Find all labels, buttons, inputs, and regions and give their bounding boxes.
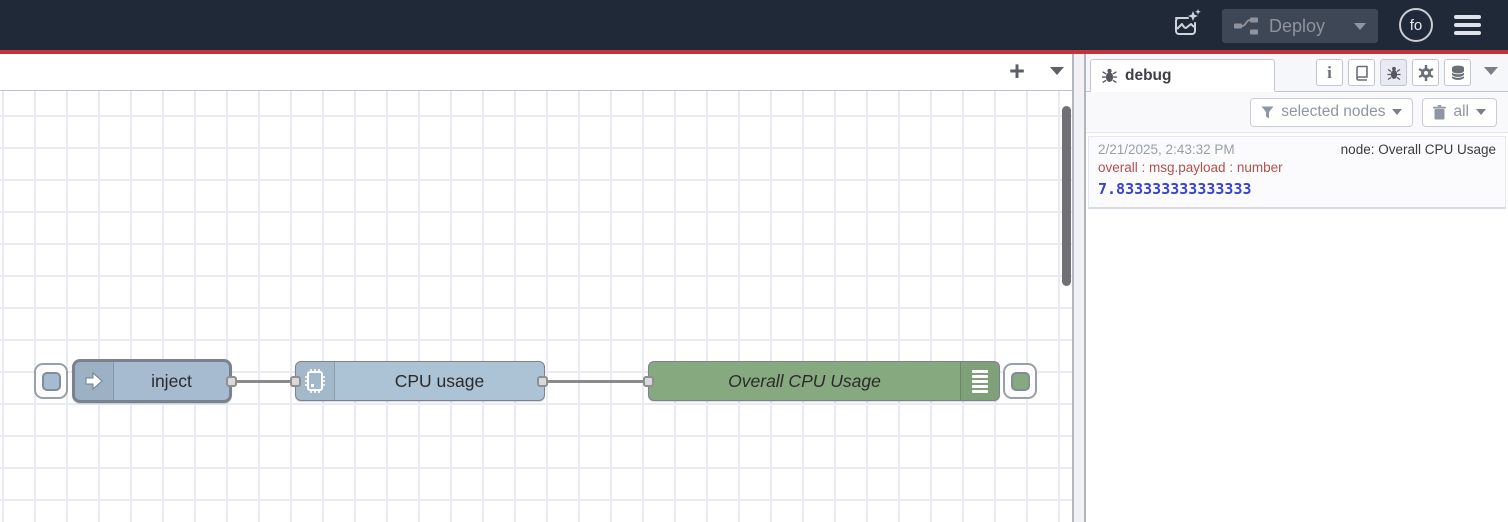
- ai-assistant-button[interactable]: [1168, 8, 1204, 42]
- sidebar-more-tabs-caret[interactable]: [1484, 66, 1498, 75]
- clear-caret-icon: [1476, 109, 1486, 115]
- debug-message-value[interactable]: 7.833333333333333: [1098, 180, 1252, 198]
- tab-debug-messages-button[interactable]: [1380, 59, 1407, 86]
- inject-trigger-button[interactable]: [34, 363, 68, 399]
- filter-caret-icon: [1392, 109, 1403, 115]
- debug-node-label: Overall CPU Usage: [728, 370, 881, 391]
- debug-message-timestamp: 2/21/2025, 2:43:32 PM: [1098, 142, 1235, 157]
- debug-input-port[interactable]: [643, 376, 654, 387]
- debug-node-icon-region: [960, 362, 999, 400]
- debug-console-icon: [972, 370, 988, 393]
- debug-message[interactable]: 2/21/2025, 2:43:32 PM node: Overall CPU …: [1088, 136, 1506, 209]
- user-avatar[interactable]: fo: [1399, 8, 1433, 42]
- user-avatar-initials: fo: [1409, 16, 1423, 34]
- inject-arrow-icon: [85, 371, 103, 391]
- tab-info-button[interactable]: i: [1316, 59, 1343, 86]
- tab-context-data-button[interactable]: [1444, 59, 1471, 86]
- header-accent-line: [0, 50, 1508, 54]
- ai-flow-icon: [1175, 9, 1201, 35]
- inject-trigger-button-fill: [41, 371, 61, 391]
- tab-debug-label: debug: [1125, 66, 1172, 84]
- flow-tab-bar: +: [0, 54, 1072, 91]
- sidebar-tab-buttons: i: [1316, 59, 1498, 86]
- debug-filter-label: selected nodes: [1281, 103, 1386, 120]
- flow-list-caret[interactable]: [1050, 67, 1064, 75]
- debug-message-list[interactable]: 2/21/2025, 2:43:32 PM node: Overall CPU …: [1086, 133, 1508, 522]
- gear-icon: [1417, 64, 1434, 81]
- main-menu-button[interactable]: [1452, 13, 1482, 37]
- add-flow-button[interactable]: +: [1009, 55, 1025, 86]
- deploy-button[interactable]: Deploy: [1222, 9, 1378, 43]
- bug-icon: [1102, 68, 1117, 83]
- node-overall-cpu-usage[interactable]: Overall CPU Usage: [648, 361, 1000, 401]
- wire-cpu-to-debug[interactable]: [542, 380, 650, 383]
- workspace: + inject: [0, 54, 1072, 522]
- tab-help-button[interactable]: [1348, 59, 1375, 86]
- cpu-chip-icon: [305, 369, 325, 393]
- trash-icon: [1433, 104, 1447, 119]
- sidebar-tab-row: debug i: [1086, 54, 1508, 92]
- book-icon: [1355, 65, 1368, 81]
- canvas-vertical-scrollbar[interactable]: [1062, 106, 1071, 286]
- inject-node-label: inject: [151, 370, 192, 391]
- cpu-output-port[interactable]: [537, 376, 548, 387]
- debug-sidebar: debug i: [1086, 54, 1508, 522]
- tab-config-nodes-button[interactable]: [1412, 59, 1439, 86]
- flow-canvas[interactable]: inject CPU usage Overall CPU Us: [0, 91, 1072, 522]
- debug-toggle-button-fill: [1010, 371, 1030, 391]
- debug-clear-label: all: [1453, 103, 1469, 120]
- debug-toolbar: selected nodes all: [1086, 92, 1508, 133]
- cpu-node-label: CPU usage: [394, 370, 485, 391]
- deploy-dropdown-caret[interactable]: [1354, 22, 1366, 30]
- inject-node-icon-region: [75, 362, 114, 400]
- node-cpu-usage[interactable]: CPU usage: [295, 361, 545, 401]
- debug-message-node-name: node: Overall CPU Usage: [1340, 142, 1496, 157]
- main-area: + inject: [0, 54, 1508, 522]
- filter-funnel-icon: [1261, 106, 1274, 118]
- debug-filter-button[interactable]: selected nodes: [1250, 97, 1414, 127]
- debug-clear-button[interactable]: all: [1422, 97, 1497, 127]
- database-icon: [1451, 65, 1464, 80]
- debug-message-property[interactable]: overall : msg.payload : number: [1098, 160, 1283, 175]
- bug-icon: [1387, 66, 1400, 80]
- info-icon: i: [1327, 63, 1332, 82]
- sidebar-resize-handle[interactable]: [1072, 54, 1086, 522]
- header-bar: Deploy fo: [0, 0, 1508, 50]
- cpu-input-port[interactable]: [290, 376, 301, 387]
- deploy-nodes-icon: [1234, 17, 1258, 35]
- wire-inject-to-cpu[interactable]: [230, 380, 298, 383]
- debug-message-meta: 2/21/2025, 2:43:32 PM node: Overall CPU …: [1098, 142, 1496, 157]
- cpu-node-icon-region: [296, 362, 335, 400]
- node-inject[interactable]: inject: [72, 359, 232, 403]
- debug-toggle-button[interactable]: [1003, 363, 1037, 399]
- tab-debug[interactable]: debug: [1090, 59, 1275, 92]
- deploy-button-label: Deploy: [1269, 15, 1326, 36]
- inject-output-port[interactable]: [226, 376, 237, 387]
- hamburger-icon: [1453, 15, 1481, 19]
